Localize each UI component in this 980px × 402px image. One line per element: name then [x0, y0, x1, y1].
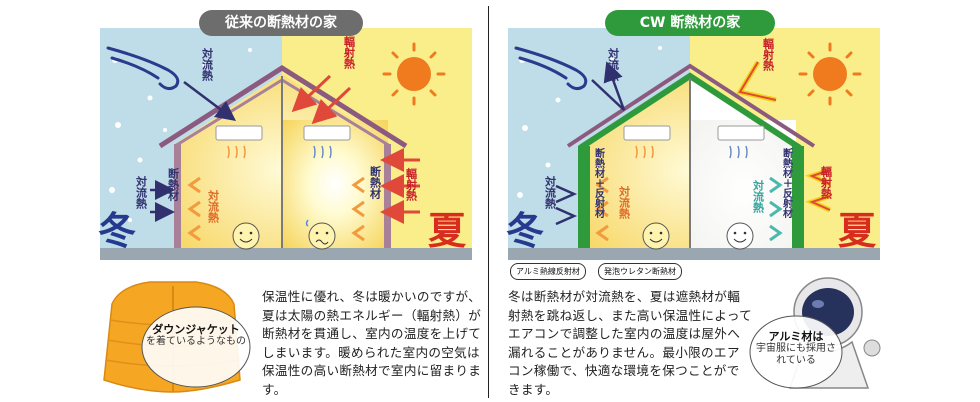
- label-convection-roof: 対流熱: [200, 48, 214, 81]
- smiley-face-icon: [642, 222, 670, 250]
- air-conditioner: [717, 125, 765, 159]
- snowflakes: [109, 48, 252, 222]
- label-insulation-left: 断熱材: [166, 168, 180, 201]
- label-convection-inner-right: 対流熱: [751, 180, 765, 213]
- label-convection-inner-left: 対流熱: [617, 186, 631, 219]
- air-conditioner: [623, 125, 671, 159]
- smiley-face-icon: [726, 222, 754, 250]
- jacket-bubble: ダウンジャケット を着ているようなもの: [146, 323, 246, 348]
- wall-right: [792, 146, 804, 248]
- roof: [566, 63, 816, 148]
- hot-face-icon: [305, 219, 336, 250]
- astronaut-bubble-sub: 宇宙服にも採用されている: [756, 343, 836, 366]
- astronaut-bubble-title: アルミ材は: [768, 330, 824, 343]
- tag-urethane-foam: 発泡ウレタン断熱材: [598, 263, 682, 280]
- air-conditioner: [215, 125, 263, 159]
- label-convection-wall: 対流熱: [543, 176, 557, 209]
- smiley-face-icon: [232, 222, 260, 250]
- label-radiant-roof: 輻射熱: [342, 36, 356, 69]
- jacket-bubble-sub: を着ているようなもの: [146, 336, 246, 347]
- jacket-bubble-title: ダウンジャケット: [152, 323, 240, 336]
- roof: [158, 65, 408, 149]
- left-description: 保温性に優れ、冬は暖かいのですが、夏は太陽の熱エネルギー（輻射熱）が断熱材を貫通…: [262, 289, 482, 397]
- astronaut-illustration: [749, 277, 881, 389]
- sun-icon: [382, 42, 446, 106]
- label-convection-roof: 対流熱: [606, 48, 620, 81]
- left-house-scene: [100, 28, 472, 260]
- winter-label: 冬: [98, 208, 137, 253]
- left-panel-title: 従来の断熱材の家: [199, 10, 363, 36]
- sun-icon: [798, 42, 862, 106]
- right-description: 冬は断熱材が対流熱を、夏は遮熱材が輻射熱を跳ね返し、また高い保温性によってエアコ…: [508, 289, 752, 397]
- right-panel-title: CW 断熱材の家: [605, 10, 775, 36]
- label-radiant-wall: 輻射熱: [819, 166, 833, 199]
- label-insulation-reflector-right: 断熱材＋反射材: [780, 148, 792, 218]
- astronaut-bubble: アルミ材は 宇宙服にも採用されている: [756, 330, 836, 367]
- label-insulation-reflector-left: 断熱材＋反射材: [592, 148, 604, 218]
- label-convection-inner: 対流熱: [206, 190, 220, 223]
- winter-label: 冬: [506, 208, 545, 253]
- summer-label: 夏: [838, 208, 877, 253]
- wall-left: [174, 144, 181, 248]
- right-house-scene: [508, 28, 880, 260]
- convection-arrow: [591, 61, 626, 111]
- label-radiant-roof: 輻射熱: [761, 38, 775, 71]
- label-insulation-right: 断熱材: [368, 166, 382, 199]
- tag-aluminum-reflector: アルミ熱線反射材: [510, 263, 586, 280]
- air-conditioner: [303, 125, 351, 159]
- wind-icon: [514, 46, 588, 91]
- convection-arrow: [183, 81, 236, 121]
- panel-divider: [488, 6, 489, 398]
- radiant-arrow: [311, 86, 352, 125]
- wall-left: [578, 146, 590, 248]
- wind-icon: [106, 46, 180, 91]
- label-convection-wall: 対流熱: [134, 176, 148, 209]
- label-radiant-wall: 輻射熱: [404, 168, 418, 201]
- summer-label: 夏: [428, 208, 467, 253]
- down-jacket-illustration: [103, 281, 251, 393]
